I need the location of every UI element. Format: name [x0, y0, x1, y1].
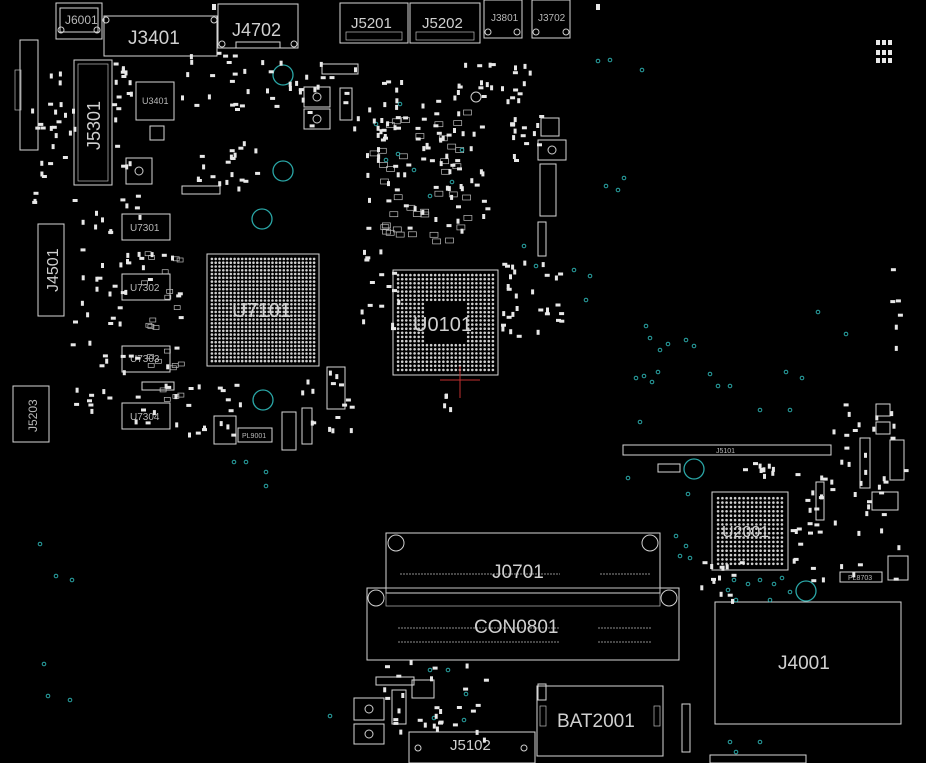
connector-j3702[interactable]: J3702	[531, 0, 571, 39]
label-u3401: U3401	[142, 96, 169, 106]
via-field	[37, 57, 849, 755]
mounting-holes	[251, 64, 817, 602]
battery-bat2001[interactable]: BAT2001	[536, 685, 664, 757]
label-j3401: J3401	[128, 28, 180, 49]
resistor-array-center	[141, 109, 473, 402]
bga-u7101-balls	[210, 257, 316, 363]
right-edge-parts: PL8703	[657, 403, 909, 763]
connector-j3801[interactable]: J3801	[483, 0, 523, 39]
label-j6001: J6001	[65, 13, 98, 27]
chip-u7302[interactable]: U7302	[121, 273, 171, 301]
connector-j3401[interactable]: J3401	[102, 15, 218, 57]
bga-u2001-balls	[716, 496, 784, 566]
label-j3801: J3801	[491, 13, 519, 24]
label-u0101: U0101	[413, 314, 472, 336]
small-components-bottom	[353, 676, 547, 745]
connector-j4702[interactable]: J4702	[212, 3, 299, 49]
label-j4001: J4001	[778, 653, 830, 674]
bga-u7101[interactable]: U7101	[206, 253, 320, 367]
label-j4702: J4702	[232, 20, 281, 40]
connector-j4501[interactable]: J4501	[37, 223, 65, 317]
small-components-top	[125, 63, 567, 257]
connector-j6001[interactable]: J6001	[55, 2, 103, 40]
connector-j0701[interactable]: J0701	[385, 532, 661, 594]
bga-u2001[interactable]: U2001	[711, 491, 789, 571]
chip-u3401[interactable]: U3401	[135, 81, 175, 121]
label-u7304: U7304	[130, 412, 160, 423]
chip-u7301[interactable]: U7301	[121, 213, 171, 241]
label-bat2001: BAT2001	[557, 711, 635, 732]
connector-j5202[interactable]: J5202	[409, 2, 481, 44]
label-u7301: U7301	[130, 223, 160, 234]
connector-con0801[interactable]: CON0801	[366, 587, 680, 661]
connector-j5101[interactable]: J5101	[622, 444, 832, 456]
bga-u0101[interactable]: U0101	[392, 269, 499, 376]
chip-u7303[interactable]: U7303	[121, 345, 171, 373]
bga-u0101-balls	[396, 273, 495, 372]
chip-u7304[interactable]: U7304	[121, 402, 171, 430]
label-u7101: U7101	[232, 300, 291, 322]
label-j5301: J5301	[84, 101, 104, 150]
connector-j5203[interactable]: J5203	[12, 385, 50, 443]
small-components-lower: PL9001	[141, 366, 346, 451]
label-j0701: J0701	[492, 562, 544, 583]
label-u2001: U2001	[722, 524, 769, 541]
label-j3702: J3702	[538, 13, 566, 24]
label-pl9001: PL9001	[242, 433, 266, 440]
label-u7303: U7303	[130, 354, 160, 365]
connector-left-edge[interactable]	[14, 39, 39, 151]
label-j5203: J5203	[26, 399, 40, 432]
connector-j5201[interactable]: J5201	[339, 2, 409, 44]
crosshair-marker	[440, 366, 480, 398]
connector-j5301[interactable]: J5301	[73, 59, 113, 186]
label-j5102: J5102	[450, 737, 491, 754]
small-pads-top-right	[596, 4, 892, 63]
label-j5202: J5202	[422, 15, 463, 32]
smd-pad-field	[31, 51, 909, 743]
label-con0801: CON0801	[474, 617, 559, 638]
connector-j4001[interactable]: J4001	[714, 601, 902, 725]
label-pl8703: PL8703	[848, 575, 872, 582]
label-u7302: U7302	[130, 283, 160, 294]
label-j5201: J5201	[351, 15, 392, 32]
label-j5101: J5101	[716, 448, 735, 455]
connector-j5102[interactable]: J5102	[408, 731, 536, 763]
label-j4501: J4501	[45, 248, 62, 292]
